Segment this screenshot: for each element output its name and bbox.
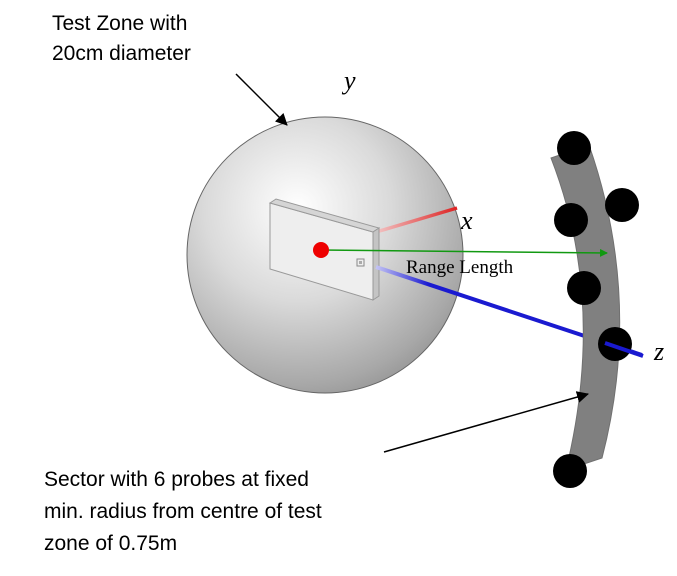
z-axis-label: z (653, 337, 664, 366)
range-length-label: Range Length (406, 257, 514, 278)
probe-sector-arc (550, 144, 621, 471)
probe (598, 327, 632, 361)
x-axis-label: x (460, 206, 473, 235)
probe (557, 131, 591, 165)
range-length-arrow (320, 248, 608, 257)
probe (605, 188, 639, 222)
test-zone-centre-dot (313, 242, 329, 258)
probe (554, 203, 588, 237)
x-axis-line (375, 206, 458, 234)
panel-square-mark (356, 258, 365, 267)
y-axis-label: y (341, 66, 356, 95)
probe (567, 271, 601, 305)
test-zone-annotation: Test Zone with 20cm diameter (52, 12, 193, 65)
probe (553, 454, 587, 488)
test-zone-pointer-arrow (235, 73, 288, 126)
sector-pointer-arrow (383, 391, 589, 453)
sector-annotation: Sector with 6 probes at fixed min. radiu… (44, 468, 328, 555)
